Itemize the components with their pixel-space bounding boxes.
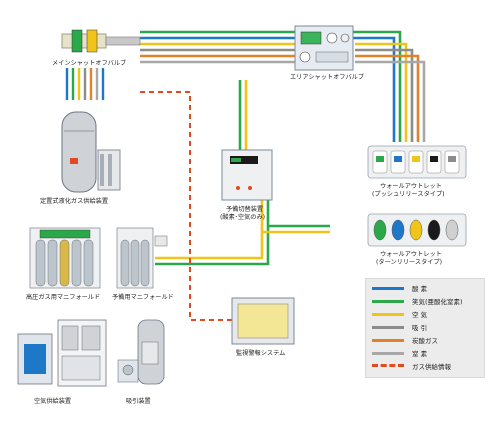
- legend-swatch: [372, 364, 404, 367]
- legend: 酸 素 笑気(亜酸化窒素) 空 気 吸 引 炭酸ガス 窒 素 ガス供給情報: [365, 278, 485, 378]
- spare-manifold-label: 予備用マニフォールド: [112, 294, 174, 301]
- legend-swatch: [372, 326, 404, 329]
- legend-label: 吸 引: [412, 324, 428, 332]
- liquid-tank-label: 定置式液化ガス供給装置: [40, 198, 109, 205]
- switch-feed-lines: [238, 80, 248, 150]
- legend-item: 吸 引: [372, 322, 482, 332]
- legend-swatch: [372, 300, 404, 303]
- outlet-turn-label-1: ウォールアウトレット: [380, 251, 442, 258]
- outlet-push-panel: [367, 145, 467, 179]
- legend-item: 炭酸ガス: [372, 335, 482, 345]
- legend-label: 炭酸ガス: [412, 337, 438, 345]
- legend-item: 空 気: [372, 309, 482, 319]
- spare-manifold: [116, 227, 168, 289]
- legend-label: 空 気: [412, 311, 428, 319]
- switch-label-1: 予備切替装置: [226, 206, 264, 213]
- legend-label: 笑気(亜酸化窒素): [412, 298, 463, 306]
- legend-item: 酸 素: [372, 283, 482, 293]
- legend-swatch: [372, 287, 404, 290]
- area-valve-box: [294, 25, 354, 71]
- info-dashed-lines: [140, 91, 232, 321]
- area-valve-label: エリアシャットオフバルブ: [290, 74, 365, 81]
- legend-item: 笑気(亜酸化窒素): [372, 296, 482, 306]
- hp-manifold-label: 高圧ガス用マニフォールド: [26, 294, 101, 301]
- outlet-turn-panel: [367, 213, 467, 247]
- main-valve-label: メインシャットオフバルブ: [52, 60, 127, 67]
- vacuum-unit: [117, 319, 165, 385]
- air-supply-unit: [17, 319, 107, 387]
- hp-manifold: [29, 227, 101, 289]
- switch-device: [221, 149, 273, 201]
- switch-label-2: (酸素･空気のみ): [220, 214, 266, 221]
- legend-label: 酸 素: [412, 285, 428, 293]
- outlet-turn-label-2: (ターンリリースタイプ): [376, 259, 443, 266]
- outlet-push-label-1: ウォールアウトレット: [380, 183, 442, 190]
- monitor-device: [231, 297, 295, 345]
- legend-item: ガス供給情報: [372, 361, 482, 371]
- liquid-tank: [61, 111, 121, 193]
- outlet-push-label-2: (プッシュリリースタイプ): [372, 191, 445, 198]
- legend-label: ガス供給情報: [412, 363, 451, 371]
- vacuum-unit-label: 吸引装置: [126, 398, 151, 405]
- main-pipe-bundle: [140, 30, 295, 64]
- legend-swatch: [372, 313, 404, 316]
- source-vertical-lines: [65, 68, 105, 100]
- legend-label: 窒 素: [412, 350, 428, 358]
- legend-swatch: [372, 352, 404, 355]
- air-supply-label: 空気供給装置: [34, 398, 72, 405]
- legend-swatch: [372, 339, 404, 342]
- main-valve: [61, 29, 141, 53]
- legend-item: 窒 素: [372, 348, 482, 358]
- monitor-label: 監視警報システム: [236, 350, 286, 357]
- outlet-pipe-bundle: [345, 30, 426, 142]
